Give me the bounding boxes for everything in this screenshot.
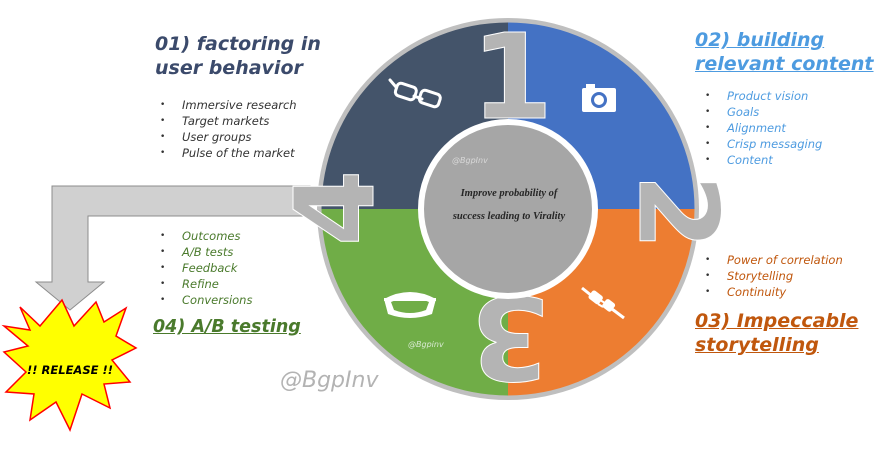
list-item: Storytelling xyxy=(705,268,843,284)
list-item: Target markets xyxy=(160,113,297,129)
quadrant-2-title: 02) building relevant content xyxy=(695,28,874,77)
vr-glasses-icon xyxy=(388,78,442,109)
green-quadrant-watermark: @Bgpinv xyxy=(408,340,444,349)
list-item: Goals xyxy=(705,104,822,120)
quadrant-2-list: Product vision Goals Alignment Crisp mes… xyxy=(705,88,822,168)
numeral-2: 2 xyxy=(614,174,742,251)
list-item: Alignment xyxy=(705,120,822,136)
list-item: Content xyxy=(705,152,822,168)
quadrant-4-list: Outcomes A/B tests Feedback Refine Conve… xyxy=(160,228,252,308)
list-item: Crisp messaging xyxy=(705,136,822,152)
camera-icon xyxy=(582,84,616,112)
list-item: Product vision xyxy=(705,88,822,104)
plug-icon xyxy=(581,286,625,320)
release-label: !! RELEASE !! xyxy=(27,363,113,377)
quadrant-2-title-line-1: 02) building xyxy=(695,29,825,51)
list-item: User groups xyxy=(160,129,297,145)
quadrant-1-title-line-1: 01) factoring in xyxy=(155,33,321,55)
quadrant-1-title: 01) factoring in user behavior xyxy=(155,32,321,81)
hub-text-line-2: success leading to Virality xyxy=(452,211,566,222)
hub-watermark: @BgpInv xyxy=(452,156,488,165)
list-item: Feedback xyxy=(160,260,252,276)
list-item: Continuity xyxy=(705,284,843,300)
list-item: Pulse of the market xyxy=(160,145,297,161)
quadrant-1-list: Immersive research Target markets User g… xyxy=(160,97,297,161)
hub-text-line-1: Improve probability of xyxy=(460,188,559,199)
list-item: Power of correlation xyxy=(705,252,843,268)
list-item: Conversions xyxy=(160,292,252,308)
center-hub xyxy=(418,119,598,299)
quadrant-4-title-line-1: 04) A/B testing xyxy=(153,317,301,337)
author-watermark: @BgpInv xyxy=(280,368,379,393)
quadrant-3-title-line-2: storytelling xyxy=(695,334,819,357)
quadrant-3-title: 03) Impeccable storytelling xyxy=(695,309,858,358)
release-arrow xyxy=(34,185,311,311)
list-item: Refine xyxy=(160,276,252,292)
list-item: Outcomes xyxy=(160,228,252,244)
list-item: A/B tests xyxy=(160,244,252,260)
vr-headset-icon xyxy=(384,292,436,318)
quadrant-2-title-line-2: relevant content xyxy=(695,53,874,76)
quadrant-3-title-line-1: 03) Impeccable xyxy=(695,310,859,332)
release-starburst xyxy=(1,298,138,432)
list-item: Immersive research xyxy=(160,97,297,113)
quadrant-1-title-line-2: user behavior xyxy=(155,57,303,80)
numeral-4: 4 xyxy=(271,170,399,247)
quadrant-4-title: 04) A/B testing xyxy=(153,316,301,338)
quadrant-3-list: Power of correlation Storytelling Contin… xyxy=(705,252,843,300)
